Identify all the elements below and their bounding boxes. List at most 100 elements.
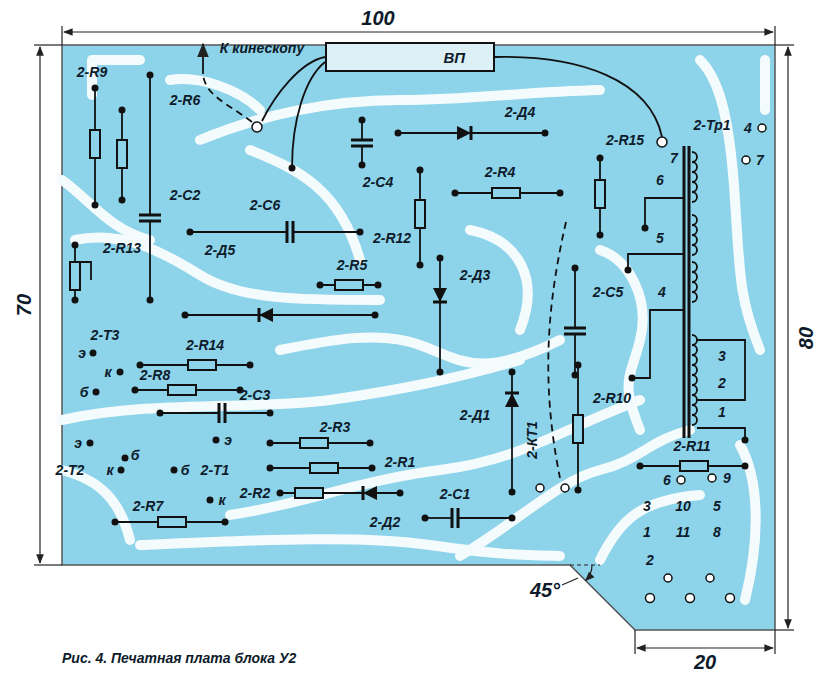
mounting-pad [646,594,655,603]
resistor-symbol [637,461,749,471]
component-label: 2-R7 [133,499,163,513]
diode-symbol [259,308,273,322]
diode-symbol [433,255,447,376]
capacitor-symbol [139,220,161,223]
diode-symbol [395,130,402,137]
resistor-symbol [417,167,424,174]
diode-symbol [457,126,471,140]
capacitor-symbol [225,412,270,414]
mounting-pad [758,124,766,132]
dimension-line [34,26,794,654]
pin-label: к [106,463,113,477]
pin-label: 10 [675,499,691,513]
wire [252,122,262,132]
copper-trace [760,60,770,110]
resistor-symbol [90,130,100,158]
component-label: 2-С1 [440,487,470,501]
diode-symbol [505,369,519,496]
component-label: 2-R5 [337,258,367,272]
copper-trace [740,445,756,600]
component-label: 2-Т2 [56,463,85,477]
dimension-line [775,44,794,45]
resistor-symbol [597,155,604,162]
component-label: 2-R8 [140,368,170,382]
resistor-symbol [369,465,376,472]
component-label: 2-R13 [103,241,141,255]
transformer-symbol [692,152,697,202]
capacitor-symbol [351,145,373,148]
capacitor-symbol [458,517,512,519]
capacitor-symbol [218,403,221,423]
capacitor-symbol [451,508,454,528]
component-label: 2-R14 [186,338,224,352]
transformer-symbol [692,335,697,425]
dimension-line [586,565,592,581]
capacitor-symbol [351,139,373,142]
resistor-symbol [70,242,91,304]
component-name: ВП [443,49,465,66]
wire [292,62,325,168]
copper-trace [250,150,360,260]
transistor-pad [213,437,220,444]
pin-label: 5 [713,499,721,513]
dimension-value: 100 [361,8,394,28]
transformer-symbol [642,225,649,232]
component-label: 2-С6 [250,198,280,212]
resistor-symbol [70,262,80,290]
resistor-symbol [742,463,749,470]
pin-label: 7 [756,153,764,167]
capacitor-symbol [564,265,586,379]
resistor-symbol [452,190,459,197]
dimension-line [61,26,62,45]
capacitor-symbol [267,410,274,417]
dimension-line [64,31,773,32]
pin-label: 2 [718,376,726,390]
capacitor-symbol [139,72,161,304]
transistor-pad [87,440,94,447]
resistor-symbol [92,202,99,209]
copper-trace [62,180,150,240]
transistor-pad [122,455,129,462]
transformer-symbol [742,437,749,444]
mounting-pad [726,594,735,603]
pin-label: б [181,463,190,477]
diode-symbol [433,288,447,302]
board-outline [62,45,775,630]
copper-trace [75,237,380,300]
resistor-symbol [158,517,186,527]
capacitor-symbol [149,221,151,300]
copper-trace [170,79,260,110]
mounting-pad [677,476,685,484]
capacitor-symbol [147,72,154,79]
resistor-symbol [417,262,424,269]
resistor-symbol [267,463,376,473]
component-label: 2-R3 [320,420,350,434]
transformer-symbol [683,146,686,438]
resistor-symbol [72,242,79,249]
capacitor-symbol [157,410,164,417]
diode-symbol [542,130,549,137]
resistor-symbol [80,262,91,280]
capacitor-symbol [157,403,274,423]
capacitor-symbol [293,231,360,233]
resistor-symbol [117,140,127,168]
copper-trace [62,470,130,540]
capacitor-symbol [509,515,516,522]
dimension-line [774,630,775,654]
diode-symbol [511,372,513,492]
resistor-symbol [367,440,374,447]
resistor-symbol [335,280,363,290]
component-label: 2-R9 [77,65,107,79]
diode-symbol [258,308,261,322]
component-label: 2-Д1 [460,408,490,422]
component-label: 2-С4 [363,175,393,189]
test-point-lead [548,222,566,478]
resistor-symbol [317,280,382,290]
resistor-symbol [637,463,644,470]
pin-label: 11 [676,525,691,539]
dimension-line [34,44,62,45]
dimension-value: 80 [796,327,816,349]
diode-symbol [345,486,404,500]
pin-label: 5 [656,231,664,245]
transistor-pad [171,467,178,474]
